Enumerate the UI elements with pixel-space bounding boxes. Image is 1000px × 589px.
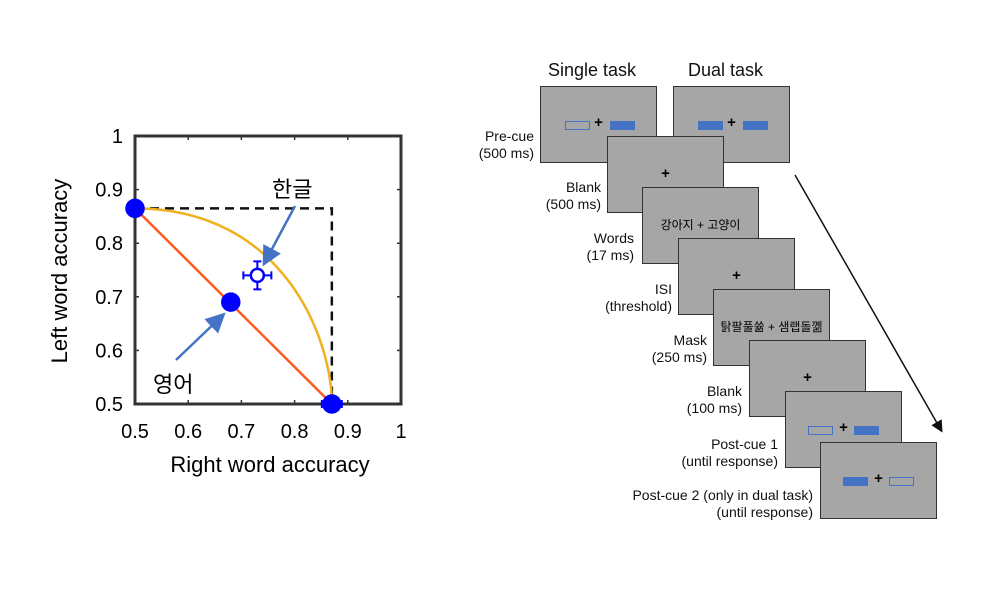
x-tick-label: 0.5 <box>121 421 149 443</box>
data-point-korean <box>249 267 266 284</box>
label-postcue-2: Post-cue 2 (only in dual task)(until res… <box>632 487 813 520</box>
y-tick-label: 0.7 <box>95 287 123 309</box>
label-blank: Blank(500 ms) <box>545 179 601 212</box>
label-blank-2: Blank(100 ms) <box>686 383 742 416</box>
data-point-english <box>221 292 241 312</box>
label-mask: Mask(250 ms) <box>651 332 707 365</box>
plot-frame <box>133 134 403 406</box>
y-tick-label: 1 <box>112 126 123 148</box>
x-tick-label: 0.9 <box>334 421 362 443</box>
screen-postcue-2: + <box>820 442 937 519</box>
independence-bound <box>135 207 334 404</box>
y-tick-label: 0.8 <box>95 233 123 255</box>
data-point-single-left <box>125 198 145 219</box>
x-tick-label: 1 <box>395 421 406 443</box>
x-tick-label: 0.8 <box>281 421 309 443</box>
annotation-korean: 한글 <box>272 177 313 202</box>
y-tick-label: 0.9 <box>95 180 123 202</box>
arrow-korean <box>262 205 297 267</box>
label-words: Words(17 ms) <box>586 230 634 263</box>
parallel-curve <box>134 207 334 405</box>
x-tick-label: 0.6 <box>174 421 202 443</box>
label-isi: ISI(threshold) <box>605 281 672 314</box>
y-tick-label: 0.5 <box>95 394 123 416</box>
accuracy-chart: 0.5 0.6 0.7 0.8 0.9 1 0.5 0.6 0.7 0.8 0.9 1 <box>95 126 406 443</box>
data-point-single-right <box>322 394 342 414</box>
x-axis-label: Right word accuracy <box>170 452 370 477</box>
header-dual-task: Dual task <box>688 60 764 80</box>
x-tick-label: 0.7 <box>227 421 255 443</box>
label-postcue-1: Post-cue 1(until response) <box>681 436 779 469</box>
annotation-english: 영어 <box>153 372 194 397</box>
header-single-task: Single task <box>548 60 637 80</box>
y-tick-label: 0.6 <box>95 340 123 362</box>
arrow-english <box>175 312 226 361</box>
label-precue: Pre-cue(500 ms) <box>478 128 534 161</box>
